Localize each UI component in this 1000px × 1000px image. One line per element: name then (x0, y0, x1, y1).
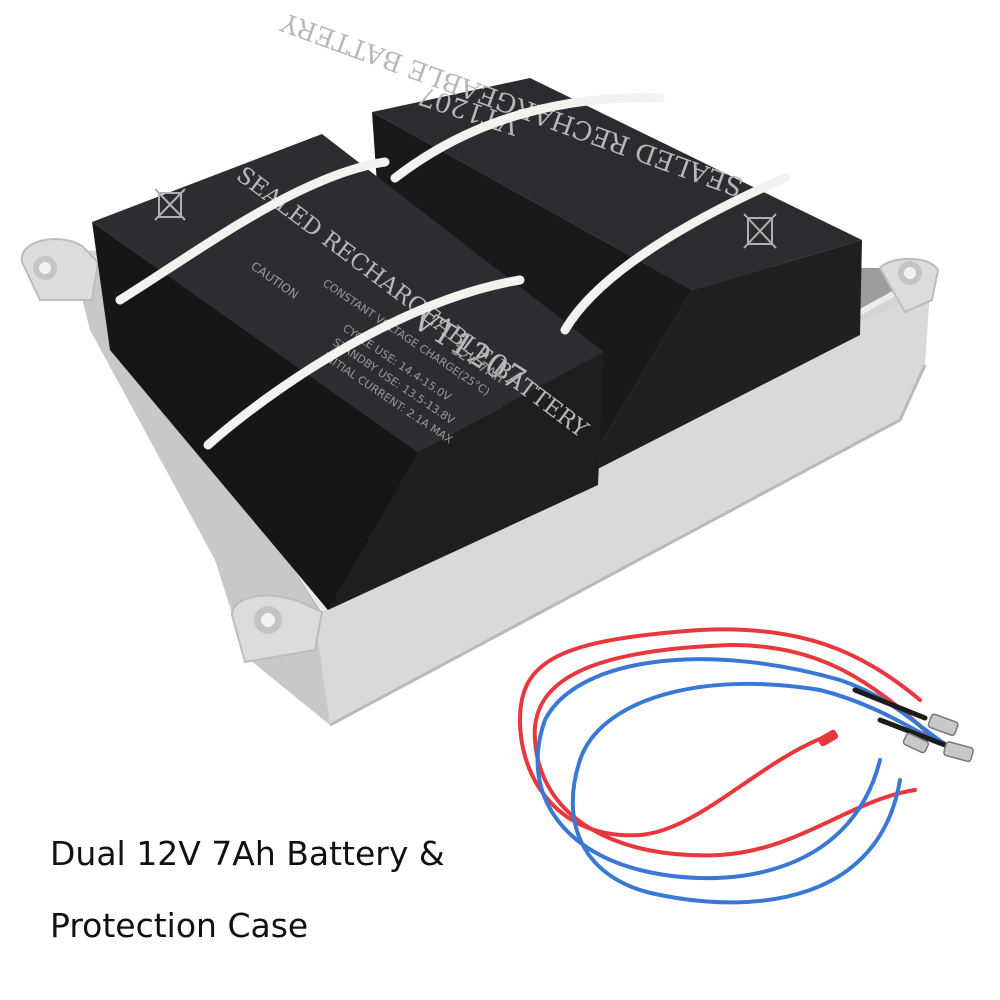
ring-connector-red (817, 729, 839, 747)
zip-ties (115, 93, 790, 450)
spade-terminal-1 (927, 713, 959, 737)
caption-line-1: Dual 12V 7Ah Battery & (50, 834, 445, 873)
wire-black-1 (852, 687, 928, 721)
battery-left-side (92, 222, 418, 610)
wire-blue-1 (535, 657, 962, 881)
battery-left-top (92, 134, 604, 452)
battery-right-front (580, 240, 862, 478)
spade-terminal-3 (902, 732, 930, 754)
zip-tie-left-back (115, 157, 390, 305)
zip-tie-right-back (390, 93, 665, 183)
wire-red-2 (532, 642, 932, 858)
spade-terminal-2 (943, 741, 974, 763)
caption-line-2: Protection Case (50, 906, 309, 945)
battery-left-front (320, 352, 604, 610)
case-front-wall (240, 290, 930, 725)
recycle-bin-icon (154, 188, 186, 221)
connection-wires (517, 627, 974, 905)
mounting-ear-top-left (20, 238, 100, 301)
wire-black-2 (877, 717, 948, 748)
mounting-ear-bottom-left (230, 594, 324, 664)
recycle-bin-icon (743, 213, 777, 249)
wire-red-1 (517, 627, 922, 838)
battery-left: SEALED RECHARGEABLE BATTERY VT1207 12V 7… (92, 134, 604, 610)
zip-tie-right-front (560, 173, 790, 335)
product-caption: Dual 12V 7Ah Battery & Protection Case (50, 818, 445, 962)
mounting-ear-top-right (878, 257, 940, 314)
wire-blue-2 (570, 681, 947, 905)
battery-right-top (372, 78, 862, 290)
battery-right-side (372, 112, 692, 478)
zip-tie-left-front (203, 275, 525, 450)
